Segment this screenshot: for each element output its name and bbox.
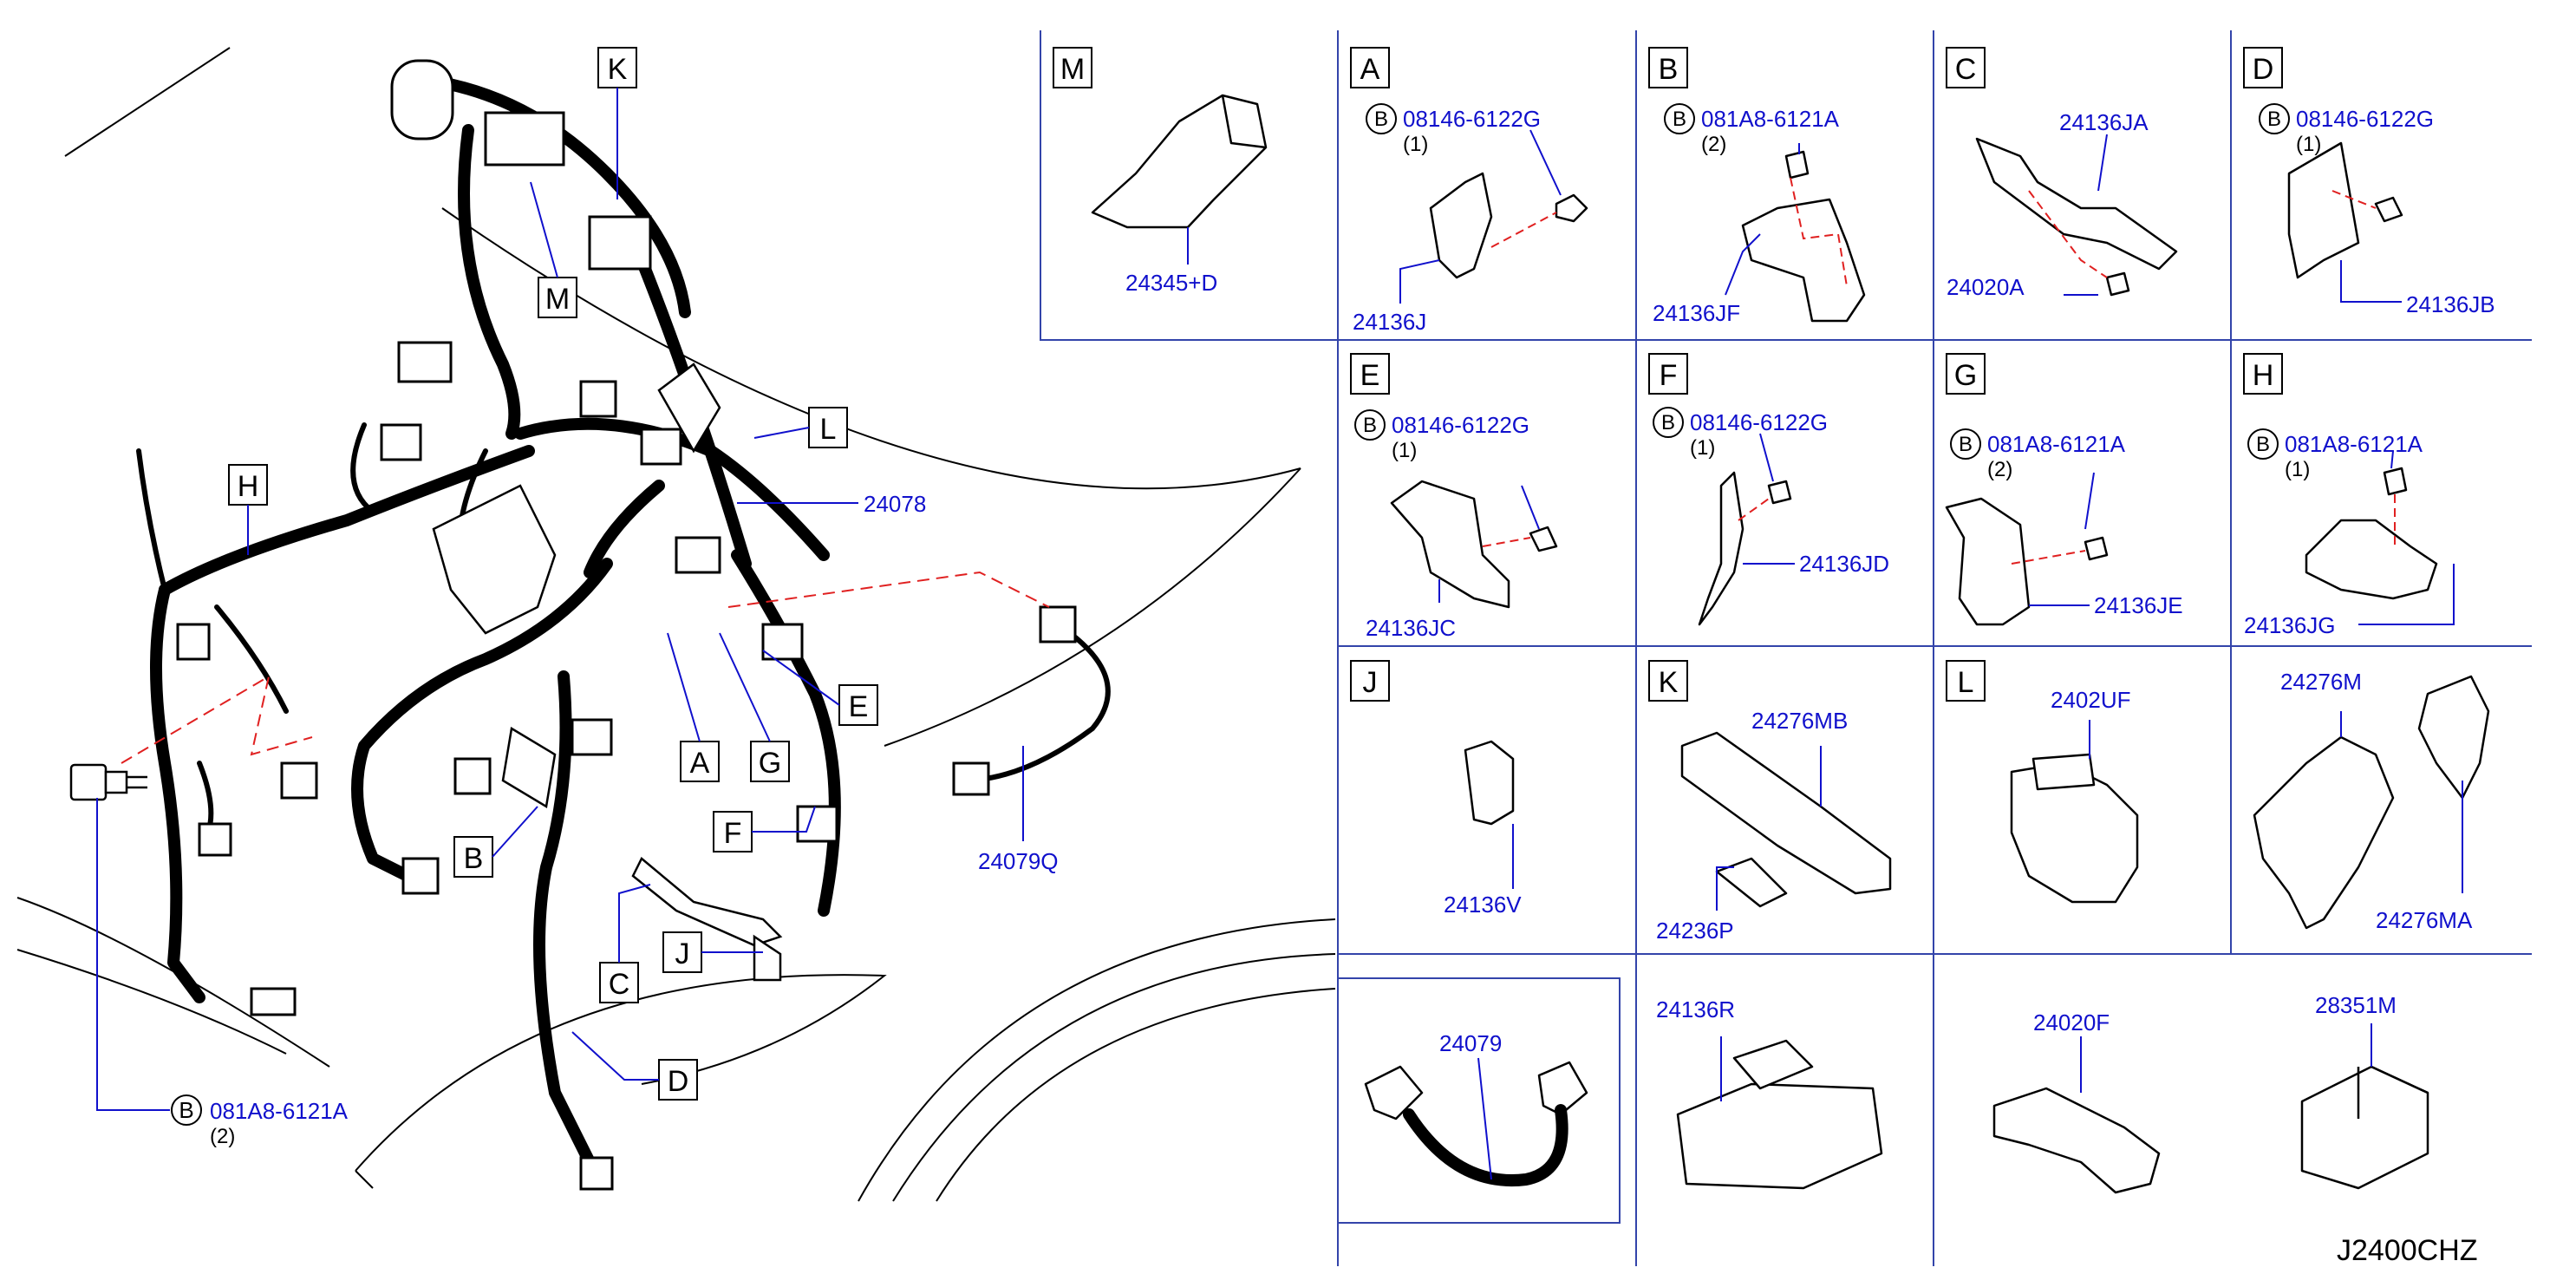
panel-bolt-symbols: B B B B B B B [1354, 103, 2290, 460]
callout-K: K [608, 53, 628, 86]
callout-G: G [759, 747, 781, 780]
bolt-symbol-letter: B [1374, 108, 1388, 131]
part-24345D: 24345+D [1125, 270, 1217, 296]
part-24136JG: 24136JG [2244, 612, 2336, 638]
panel-F-bolt: 08146-6122G [1690, 409, 1828, 435]
callout-L: L [820, 413, 837, 446]
bolt-081A8-6121A-icon [69, 763, 147, 801]
bolt-symbol-icon [171, 1094, 202, 1126]
bolt-symbol-letter: B [2267, 108, 2281, 131]
part-24078: 24078 [864, 491, 926, 517]
bolt-symbol-icon [1354, 409, 1386, 441]
bolt-symbol-letter: B [1673, 108, 1686, 131]
callout-D: D [668, 1065, 689, 1098]
panel-A-label: A [1360, 53, 1380, 86]
part-24079: 24079 [1439, 1030, 1502, 1056]
bolt-symbol-icon [1950, 428, 1981, 460]
bolt-symbol-letter: B [1363, 414, 1377, 437]
qty-081A8-6121A: (2) [210, 1125, 235, 1148]
bolt-symbol-icon [1664, 103, 1695, 134]
bolt-symbol-letter: B [1661, 411, 1675, 434]
vehicle-outline [16, 47, 1336, 1202]
panel-A-qty: (1) [1403, 133, 1428, 156]
panel-H-qty: (1) [2285, 458, 2310, 481]
panel-E-bolt: 08146-6122G [1392, 412, 1529, 438]
brackets [432, 363, 783, 982]
callout-E: E [849, 690, 869, 723]
panel-part-numbers: 24345+D 24136J 24136JF 24136JA 24020A 24… [1125, 109, 2495, 1056]
part-28351M: 28351M [2315, 992, 2397, 1018]
part-24136JE: 24136JE [2094, 592, 2183, 618]
part-24136JD: 24136JD [1799, 551, 1889, 577]
callout-B: B [464, 842, 484, 875]
panel-F-label: F [1660, 359, 1678, 392]
panel-C-label: C [1955, 53, 1977, 86]
panel-A-bolt: 08146-6122G [1403, 106, 1541, 132]
part-2402UF: 2402UF [2051, 687, 2131, 713]
panel-F-qty: (1) [1690, 436, 1715, 460]
bolt-symbol-icon [2247, 428, 2279, 460]
part-24136V: 24136V [1444, 892, 1522, 918]
callout-A: A [690, 747, 710, 780]
bolt-symbol-icon [2259, 103, 2290, 134]
panel-H-label: H [2253, 359, 2274, 392]
bolt-symbol-letter: B [179, 1097, 193, 1123]
part-24079Q: 24079Q [978, 848, 1059, 874]
part-24276M: 24276M [2280, 669, 2362, 695]
panel-B-qty: (2) [1701, 133, 1726, 156]
dashed-guides [121, 571, 1050, 764]
part-24020A: 24020A [1947, 274, 2025, 300]
panel-harness-24079 [1403, 1104, 1568, 1186]
panel-G-qty: (2) [1987, 458, 2012, 481]
callout-M: M [545, 283, 570, 316]
main-callouts: K M L H A G E B F C J D [228, 47, 878, 1101]
panel-dashed-lines [1482, 177, 2396, 565]
panel-L-label: L [1958, 666, 1974, 699]
panel-E-qty: (1) [1392, 439, 1417, 462]
panel-B-bolt: 081A8-6121A [1701, 106, 1840, 132]
part-24136J: 24136J [1353, 309, 1426, 335]
callout-H: H [238, 470, 259, 503]
panel-G-bolt: 081A8-6121A [1987, 431, 2126, 457]
part-24276MB: 24276MB [1751, 708, 1848, 734]
bolt-symbol-icon [1366, 103, 1397, 134]
panel-D-qty: (1) [2296, 133, 2321, 156]
part-24236P: 24236P [1656, 918, 1734, 944]
panel-H-bolt: 081A8-6121A [2285, 431, 2423, 457]
part-24136R: 24136R [1656, 996, 1735, 1022]
part-24136JB: 24136JB [2406, 291, 2495, 317]
part-081A8-6121A: 081A8-6121A [210, 1098, 349, 1124]
connectors [176, 59, 1077, 1191]
diagram-code: J2400CHZ [2337, 1234, 2478, 1267]
panel-M-label: M [1060, 53, 1085, 86]
bolt-symbol-letter: B [1959, 433, 1973, 456]
part-24276MA: 24276MA [2376, 907, 2473, 933]
panel-E-label: E [1360, 359, 1380, 392]
callout-J: J [675, 937, 690, 970]
panel-leader-lines [1187, 129, 2463, 1180]
callout-C: C [609, 968, 630, 1001]
panel-bolt-numbers: 08146-6122G (1) 081A8-6121A (2) 08146-61… [1392, 106, 2434, 481]
part-24020F: 24020F [2033, 1009, 2110, 1035]
main-part-numbers: 24078 24079Q B 081A8-6121A (2) [171, 491, 1059, 1148]
main-leader-lines [96, 88, 1024, 1111]
part-24136JC: 24136JC [1366, 615, 1456, 641]
panel-J-label: J [1363, 666, 1378, 699]
panel-D-bolt: 08146-6122G [2296, 106, 2434, 132]
panel-part-drawings [1091, 94, 2490, 1194]
bolt-symbol-letter: B [2256, 433, 2270, 456]
callout-F: F [724, 817, 742, 850]
panel-B-label: B [1659, 53, 1679, 86]
bolt-symbol-icon [1653, 407, 1684, 438]
panel-grid [1040, 30, 2532, 1266]
panel-letter-boxes: M A B C D E F G H J K L [1053, 47, 2283, 702]
panel-G-label: G [1954, 359, 1977, 392]
panel-D-label: D [2253, 53, 2274, 86]
part-24136JA: 24136JA [2059, 109, 2149, 135]
part-24136JF: 24136JF [1653, 300, 1740, 326]
panel-K-label: K [1659, 666, 1679, 699]
